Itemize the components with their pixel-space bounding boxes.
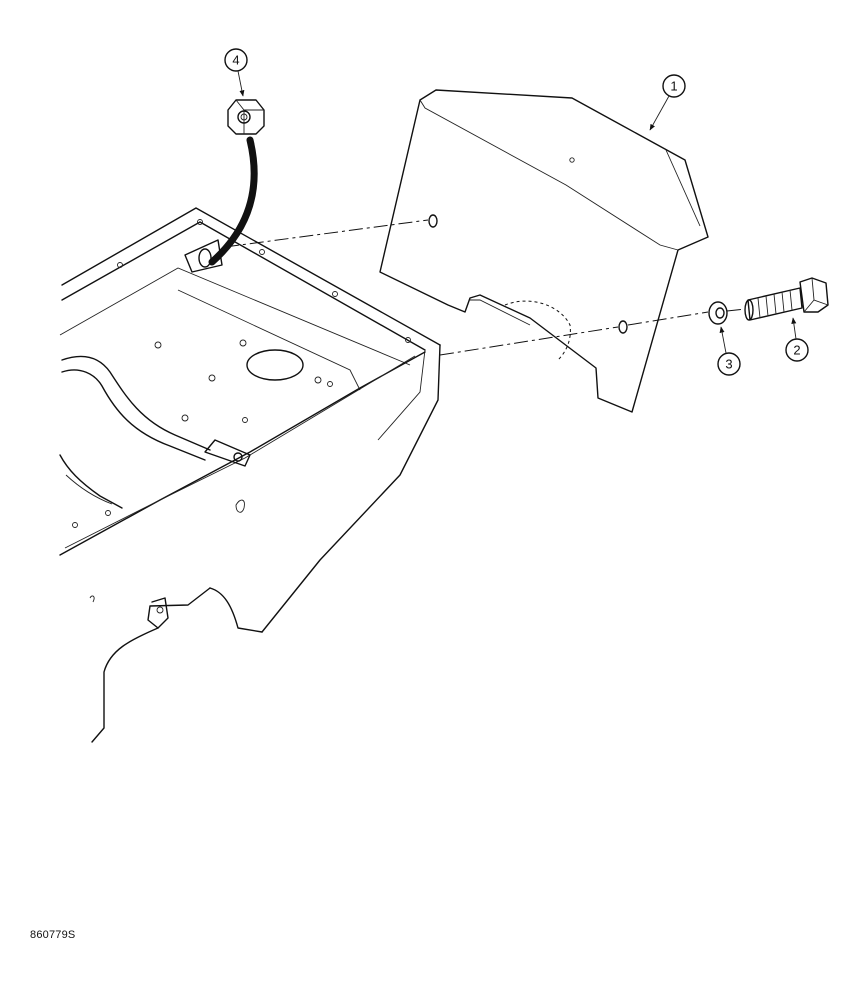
assembly-lines [224,219,746,356]
washer [708,301,728,325]
callout-2: 2 [785,317,809,362]
callout-3-label: 3 [725,357,732,372]
cover-plate [379,89,709,413]
machine-frame [59,207,441,743]
callout-3: 3 [717,326,741,376]
figure-code: 860779S [30,929,76,941]
nut [208,99,265,266]
callout-1-label: 1 [670,79,677,94]
callout-1: 1 [649,74,686,131]
callout-2-label: 2 [793,343,800,358]
callout-4: 4 [224,48,248,97]
callout-4-label: 4 [232,53,239,68]
bolt [744,277,829,321]
